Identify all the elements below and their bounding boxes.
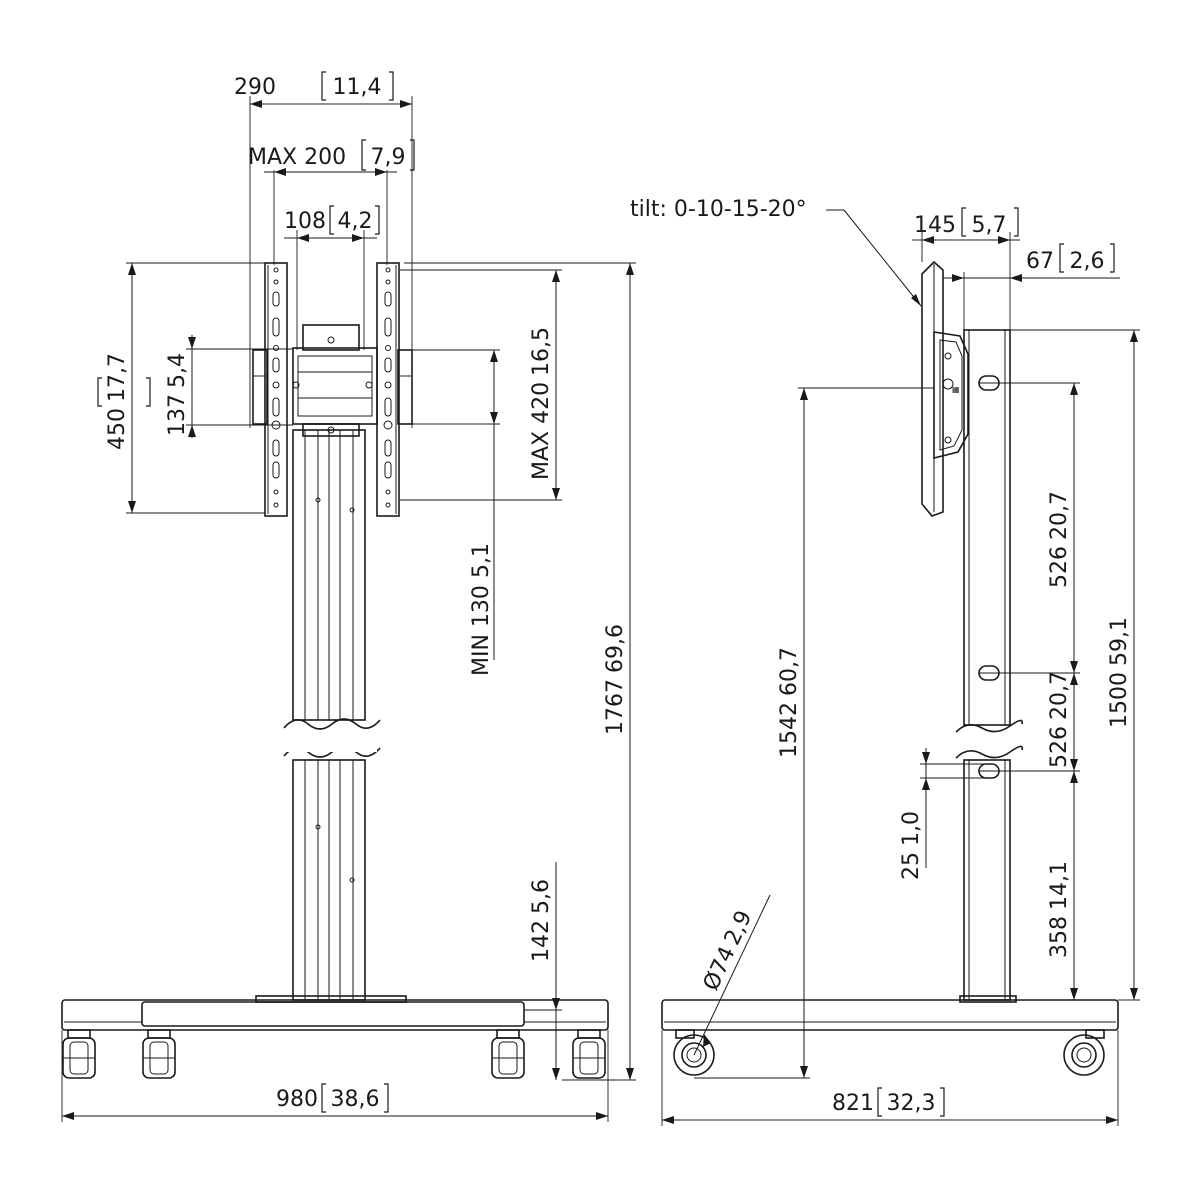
dim-358-inch: 14,1 — [1047, 861, 1072, 910]
dim-108-value: 108 — [284, 209, 326, 234]
side-peg-1 — [978, 375, 1003, 391]
dim-821-inch: 32,3 — [887, 1091, 936, 1116]
front-column — [283, 429, 381, 1001]
dim-max-200-value: MAX 200 — [248, 145, 346, 170]
front-left-bracket — [264, 262, 288, 517]
dim-max-420: MAX 420 16,5 — [400, 269, 562, 501]
dim-358-value: 358 — [1047, 916, 1072, 958]
side-tilt-bracket: ▦ — [921, 260, 969, 517]
dim-width-145: 145 5,7 — [912, 207, 1020, 330]
dim-108-inch: 4,2 — [338, 209, 373, 234]
dim-1767-inch: 69,6 — [603, 624, 628, 673]
front-caster-1 — [62, 1029, 96, 1079]
dim-height-450: 450 17,7 — [97, 262, 265, 514]
dim-width-67: 67 2,6 — [943, 243, 1120, 330]
dim-height-526-lower: 526 20,7 — [1000, 671, 1080, 772]
dim-max-420-inch: 16,5 — [529, 327, 554, 376]
dim-290-value: 290 — [234, 75, 276, 100]
side-column — [955, 329, 1024, 1001]
dim-145-inch: 5,7 — [972, 213, 1007, 238]
front-caster-4 — [572, 1029, 606, 1079]
dim-67-inch: 2,6 — [1070, 249, 1105, 274]
dim-height-1542: 1542 60,7 — [694, 387, 934, 1079]
dim-137-value: 137 — [165, 394, 190, 436]
dim-142-value: 142 — [529, 920, 554, 962]
dim-height-1500: 1500 59,1 — [1010, 329, 1140, 1001]
side-caster-1 — [673, 1029, 715, 1076]
dim-526a-inch: 20,7 — [1047, 491, 1072, 540]
front-caster-2 — [142, 1029, 176, 1079]
dim-max-200: MAX 200 7,9 — [248, 139, 415, 265]
dim-25-value: 25 — [899, 852, 924, 880]
dim-142-inch: 5,6 — [529, 879, 554, 914]
dim-526a-value: 526 — [1047, 546, 1072, 588]
dim-25-inch: 1,0 — [899, 811, 924, 846]
dim-290-inch: 11,4 — [333, 75, 382, 100]
dim-min-130-value: MIN 130 — [469, 585, 494, 676]
dim-min-130-inch: 5,1 — [469, 543, 494, 578]
dim-145-value: 145 — [914, 213, 956, 238]
tilt-label: tilt: 0-10-15-20° — [630, 197, 807, 222]
front-base — [61, 995, 609, 1031]
dim-74-inch: 2,9 — [720, 907, 757, 949]
dim-67-value: 67 — [1026, 249, 1054, 274]
dim-width-980: 980 38,6 — [61, 1030, 609, 1122]
side-view: ▦ tilt: 0-10-15-20° — [630, 197, 1140, 1126]
dim-137-inch: 5,4 — [165, 353, 190, 388]
dim-74-value: Ø74 — [699, 943, 741, 995]
bracket-logo: ▦ — [952, 385, 960, 394]
dim-1500-value: 1500 — [1107, 672, 1132, 728]
dim-height-137: 137 5,4 — [165, 335, 293, 438]
dim-height-25: 25 1,0 — [899, 748, 985, 880]
dim-1542-value: 1542 — [777, 702, 802, 758]
dim-height-526-upper: 526 20,7 — [1000, 382, 1080, 674]
dim-450-value: 450 — [105, 408, 130, 450]
dim-821-value: 821 — [832, 1091, 874, 1116]
front-view: 290 11,4 MAX 200 7,9 108 4,2 — [61, 71, 636, 1122]
front-right-bracket — [376, 262, 400, 517]
front-mount-plate — [252, 324, 413, 437]
tilt-note: tilt: 0-10-15-20° — [630, 197, 922, 307]
dim-450-inch: 17,7 — [105, 353, 130, 402]
dim-980-value: 980 — [276, 1087, 318, 1112]
dim-min-130: MIN 130 5,1 — [400, 349, 500, 676]
dim-height-358: 358 14,1 — [1047, 771, 1078, 1000]
dim-height-1767: 1767 69,6 — [404, 262, 636, 1081]
dim-width-108: 108 4,2 — [284, 205, 380, 350]
dim-max-200-inch: 7,9 — [371, 145, 406, 170]
dim-1500-inch: 59,1 — [1107, 617, 1132, 666]
side-peg-3 — [978, 763, 1003, 779]
dim-980-inch: 38,6 — [331, 1087, 380, 1112]
dim-1542-inch: 60,7 — [777, 647, 802, 696]
dim-526b-inch: 20,7 — [1047, 671, 1072, 720]
dim-1767-value: 1767 — [603, 679, 628, 735]
dim-diameter-74: Ø74 2,9 — [693, 894, 771, 1056]
side-base — [661, 995, 1119, 1031]
side-caster-2 — [1063, 1029, 1105, 1076]
dim-526b-value: 526 — [1047, 726, 1072, 768]
dim-width-821: 821 32,3 — [661, 1030, 1119, 1126]
side-peg-2 — [978, 665, 1003, 681]
front-caster-3 — [491, 1029, 525, 1079]
dim-height-142: 142 5,6 — [524, 862, 590, 1081]
dim-max-420-value: MAX 420 — [529, 382, 554, 480]
dim-width-290: 290 11,4 — [234, 71, 413, 428]
